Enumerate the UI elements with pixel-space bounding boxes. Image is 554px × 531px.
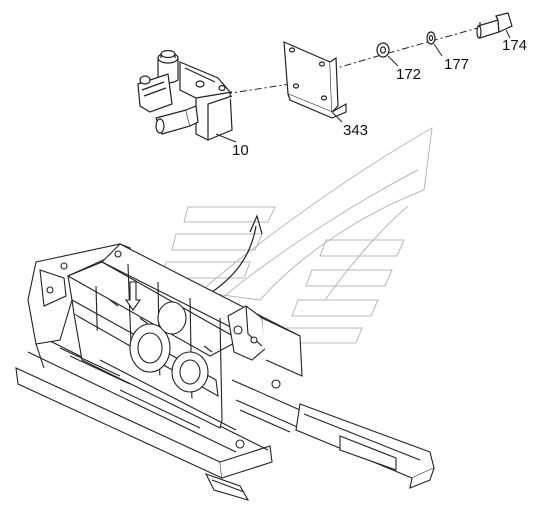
valve-block-part (137, 49, 233, 141)
callout-177: 177 (444, 56, 470, 73)
leader-177 (433, 43, 443, 57)
leader-172 (387, 55, 399, 67)
leader-174 (505, 29, 511, 39)
chassis-frame (15, 243, 435, 501)
flat-washer-part (376, 42, 390, 58)
callout-174: 174 (502, 37, 528, 54)
callout-leaders (215, 29, 511, 143)
watermark-logo (161, 127, 433, 351)
bolt-part (476, 12, 513, 39)
mounting-arrow (205, 214, 263, 297)
leader-10 (215, 133, 237, 143)
callout-10: 10 (232, 142, 249, 159)
lock-washer-part (426, 31, 436, 45)
callout-343: 343 (343, 122, 369, 139)
assembly-axis (224, 23, 493, 95)
callout-172: 172 (396, 66, 422, 83)
bracket-part (283, 41, 347, 119)
leader-343 (331, 111, 343, 123)
